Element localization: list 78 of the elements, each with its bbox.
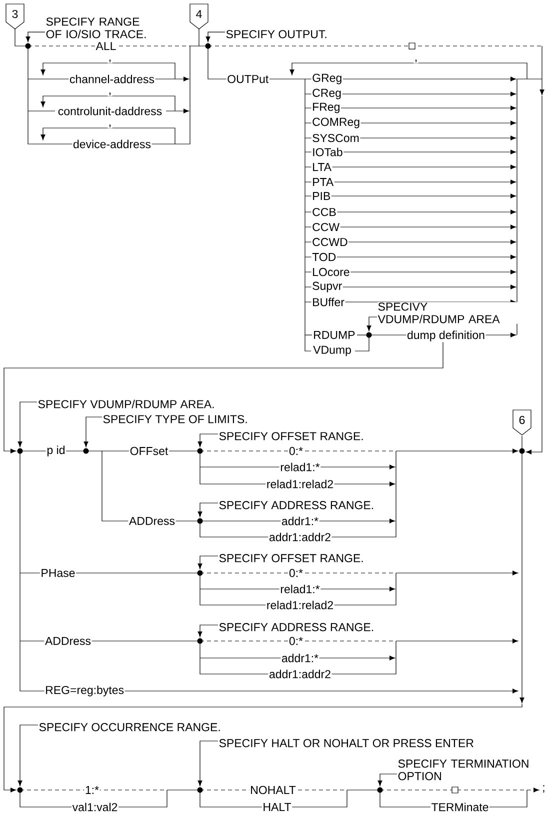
syntax-keyword: dump definition <box>406 330 486 342</box>
syntax-keyword: ADDress <box>128 516 176 526</box>
prompt-text: SPECIFY TYPE OF LIMITS. <box>102 414 248 424</box>
syntax-keyword: PHase <box>40 568 76 578</box>
leader-line <box>198 502 218 518</box>
prompt-text: SPECIFY RANGE OF IO/SIO TRACE. <box>45 17 156 39</box>
syntax-keyword: PTA <box>311 177 334 187</box>
prompt-text: SPECIFY ADDRESS RANGE. <box>218 622 375 632</box>
syntax-keyword: IOTab <box>311 146 344 158</box>
syntax-keyword: addr1:* <box>280 652 320 664</box>
prompt-text: SPECIFY OFFSET RANGE. <box>218 554 364 563</box>
syntax-keyword: 0:* <box>288 636 304 646</box>
syntax-keyword: OUTPut <box>226 74 270 84</box>
syntax-keyword: p id <box>46 444 66 458</box>
syntax-keyword: PIB <box>311 191 332 201</box>
prompt-text: SPECIFY OFFSET RANGE. <box>218 432 364 441</box>
syntax-keyword: GReg <box>311 73 343 86</box>
syntax-keyword: CCWD <box>311 237 349 247</box>
prompt-text: SPECIFY ADDRESS RANGE. <box>218 500 375 510</box>
leader-line <box>378 774 398 786</box>
syntax-keyword: controlunit-daddress <box>57 106 163 116</box>
leader-line <box>198 740 218 786</box>
leader-line <box>198 434 218 448</box>
prompt-text: SPECIFY VDUMP/RDUMP AREA. <box>37 399 216 409</box>
syntax-keyword: VDump <box>312 345 352 357</box>
syntax-keyword: CCW <box>311 222 340 232</box>
repeat-comma: , <box>108 58 112 64</box>
syntax-keyword: TERMinate <box>430 802 490 812</box>
syntax-keyword: 0:* <box>288 568 304 578</box>
syntax-keyword: Supvr <box>311 281 343 294</box>
syntax-keyword: FReg <box>311 102 342 114</box>
marker-tag: 6 <box>512 410 532 436</box>
syntax-keyword: relad1:* <box>279 584 321 594</box>
syntax-keyword: relad1:relad2 <box>266 600 334 610</box>
syntax-keyword: val1:val2 <box>72 802 118 812</box>
syntax-keyword: SYSCom <box>311 133 360 143</box>
prompt-text: SPECIFY OUTPUT. <box>225 30 328 39</box>
prompt-text: SPECIFY HALT OR NOHALT OR PRESS ENTER <box>218 738 474 748</box>
syntax-keyword: device-address <box>72 138 152 150</box>
repeat-comma: , <box>414 58 418 64</box>
leader-line <box>84 416 102 448</box>
end-semicolon: ; <box>541 784 546 794</box>
syntax-keyword: LTA <box>311 162 332 172</box>
syntax-keyword: channel-address <box>68 74 156 84</box>
prompt-text: SPECIFY TERMINATION OPTION <box>397 759 534 781</box>
syntax-keyword: relad1:* <box>279 462 321 472</box>
syntax-keyword: REG=reg:bytes <box>44 684 125 698</box>
prompt-text: SPECIFY OCCURRENCE RANGE. <box>38 722 222 732</box>
leader-line <box>366 316 378 332</box>
syntax-keyword: COMReg <box>311 117 361 130</box>
syntax-keyword: addr1:addr2 <box>268 668 332 680</box>
repeat-comma: , <box>108 124 112 128</box>
leader-line <box>206 32 226 42</box>
syntax-keyword: NOHALT <box>249 785 297 795</box>
syntax-keyword: CReg <box>311 88 342 100</box>
syntax-keyword: HALT <box>262 802 292 812</box>
syntax-keyword: addr1:* <box>280 516 320 526</box>
syntax-keyword: BUffer <box>311 297 346 308</box>
syntax-keyword: CCB <box>311 207 338 217</box>
syntax-keyword: 0:* <box>288 446 304 456</box>
syntax-keyword: TOD <box>311 252 337 262</box>
syntax-keyword: ADDress <box>44 636 92 646</box>
leader-line <box>18 402 38 448</box>
syntax-keyword: RDUMP <box>312 330 356 340</box>
prompt-text: SPECIVY VDUMP/RDUMP AREA <box>377 302 518 324</box>
syntax-keyword: ALL <box>94 41 118 51</box>
syntax-keyword: LOcore <box>311 267 351 277</box>
marker-tag: 3 <box>6 4 24 30</box>
leader-line <box>18 724 38 786</box>
leader-line <box>26 32 46 42</box>
syntax-keyword: 1:* <box>84 785 100 795</box>
repeat-comma: , <box>108 92 112 96</box>
syntax-keyword: OFFset <box>129 446 169 456</box>
marker-tag: 4 <box>190 4 208 30</box>
syntax-keyword: addr1:addr2 <box>268 532 332 542</box>
leader-line <box>198 624 218 638</box>
syntax-keyword: relad1:relad2 <box>266 478 334 490</box>
leader-line <box>198 556 218 570</box>
